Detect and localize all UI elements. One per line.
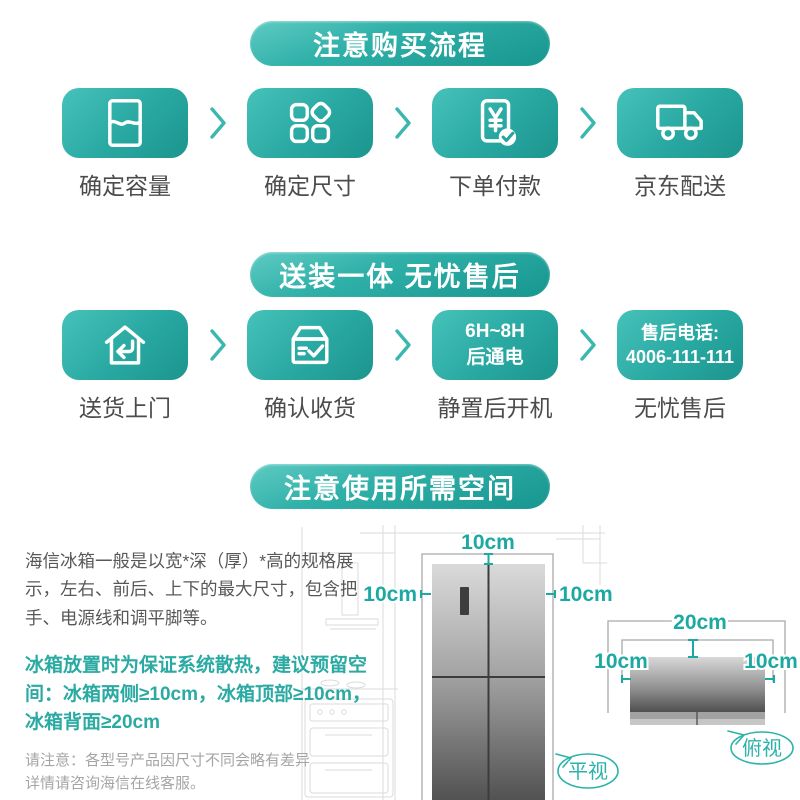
space-requirement-section: 10cm 10cm 10cm 平视 (0, 525, 800, 800)
front-view-caption: 平视 (568, 760, 608, 783)
space-requirement-banner: 注意使用所需空间 (250, 464, 550, 509)
dimension-spec-paragraph: 海信冰箱一般是以宽*深（厚）*高的规格展示，左右、前后、上下的最大尺寸，包含把手… (25, 551, 358, 628)
fridge-display-panel (460, 587, 469, 615)
purchase-process-title: 注意购买流程 (313, 31, 487, 61)
step-label: 确定尺寸 (264, 173, 356, 199)
step-dimensions: 确定尺寸 (247, 88, 373, 201)
disclaimer-line2: 详情请咨询海信在线客服。 (25, 775, 206, 793)
disclaimer-note: 请注意：各型号产品因尺寸不同会略有差异 详情请咨询海信在线客服。 (25, 749, 373, 796)
fridge-top-body (630, 657, 765, 712)
step-label: 无忧售后 (634, 395, 726, 421)
chevron-right-icon (188, 310, 247, 380)
step-capacity: 确定容量 (62, 88, 188, 201)
step-label: 静置后开机 (437, 395, 553, 421)
capacity-icon (62, 88, 188, 158)
kitchen-sketch-background (301, 525, 607, 800)
payment-icon (432, 88, 558, 158)
step-label: 送货上门 (79, 395, 171, 421)
hotline-number: 4006-111-111 (625, 347, 735, 367)
clearance-diagrams: 10cm 10cm 10cm 平视 (301, 525, 800, 800)
house-icon (62, 310, 188, 380)
box-icon (247, 310, 373, 380)
chevron-right-icon (188, 88, 247, 158)
purchase-process-banner: 注意购买流程 (250, 21, 550, 66)
front-left-clearance-label: 10cm (363, 583, 417, 606)
chevron-right-icon (373, 310, 432, 380)
power-on-text: 后通电 (466, 347, 524, 368)
step-label: 确定容量 (79, 173, 171, 199)
after-sales-phone-tile: 售后电话: 4006-111-111 (617, 310, 743, 380)
chevron-right-icon (373, 88, 432, 158)
label-backdrop (672, 611, 728, 635)
truck-icon (617, 88, 743, 158)
top-view-diagram: 20cm 10cm 10cm 俯视 (592, 609, 800, 765)
step-label: 确认收货 (264, 395, 356, 421)
top-view-caption-bubble (727, 730, 794, 765)
front-dimension-ticks (420, 553, 556, 598)
step-wait-before-poweron: 6H~8H 后通电 静置后开机 (432, 310, 558, 423)
purchase-steps-row: 确定容量 确定尺寸 (0, 88, 800, 201)
step-after-sales: 售后电话: 4006-111-111 无忧售后 (617, 310, 743, 423)
step-confirm-receipt: 确认收货 (247, 310, 373, 423)
step-home-delivery: 送货上门 (62, 310, 188, 423)
dimensions-icon (247, 88, 373, 158)
front-top-clearance-label: 10cm (461, 531, 515, 554)
step-label: 下单付款 (449, 173, 541, 199)
step-payment: 下单付款 (432, 88, 558, 201)
step-label: 京东配送 (634, 173, 726, 199)
delivery-service-title: 送装一体 无忧售后 (279, 262, 521, 292)
front-view-caption-bubble (555, 753, 619, 789)
top-left-clearance-label: 10cm (594, 650, 648, 673)
front-view-diagram: 10cm 10cm 10cm 平视 (361, 529, 619, 800)
chevron-right-icon (558, 310, 617, 380)
wait-hours-text: 6H~8H (465, 321, 525, 343)
hotline-label: 售后电话: (641, 322, 719, 343)
top-view-caption: 俯视 (742, 737, 782, 760)
top-dimension-ticks (621, 639, 775, 683)
clearance-advice-paragraph: 冰箱放置时为保证系统散热，建议预留空间：冰箱两侧≥10cm，冰箱顶部≥10cm，… (25, 655, 372, 733)
top-back-clearance-label: 20cm (673, 611, 727, 634)
space-requirement-title: 注意使用所需空间 (284, 474, 516, 504)
step-jd-delivery: 京东配送 (617, 88, 743, 201)
delivery-service-banner: 送装一体 无忧售后 (250, 252, 550, 297)
chevron-right-icon (558, 88, 617, 158)
top-right-clearance-label: 10cm (744, 650, 798, 673)
delivery-steps-row: 送货上门 确认收货 6H~8H 后通电 (0, 310, 800, 423)
power-wait-tile: 6H~8H 后通电 (432, 310, 558, 380)
disclaimer-line1: 请注意：各型号产品因尺寸不同会略有差异 (25, 752, 311, 769)
front-right-clearance-label: 10cm (559, 583, 613, 606)
